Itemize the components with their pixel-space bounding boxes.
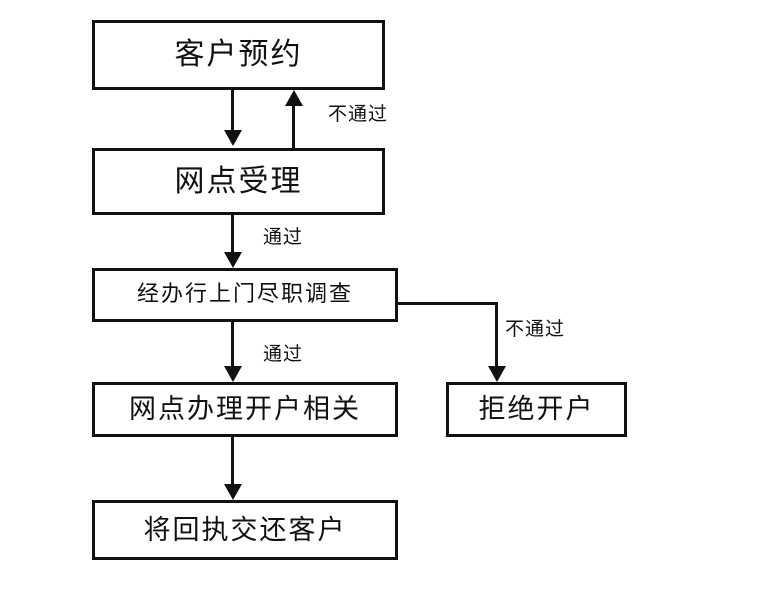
flow-node-onsite-due-diligence[interactable]: 经办行上门尽职调查 [92,268,398,322]
flow-node-label: 网点受理 [174,163,303,199]
edge-label-not-passed-acceptance: 不通过 [328,103,389,125]
flow-node-branch-acceptance[interactable]: 网点受理 [92,148,385,215]
arrowhead-up-icon [285,90,303,106]
flow-node-label: 客户预约 [174,37,303,72]
edge-survey-to-reject-horizontal [398,302,498,305]
arrowhead-down-icon [224,484,242,500]
edge-accept-to-reserve-line [292,104,295,148]
flow-node-label: 经办行上门尽职调查 [136,282,353,307]
flow-node-branch-account-opening[interactable]: 网点办理开户相关 [92,382,398,437]
edge-reserve-to-accept-line [231,90,234,132]
flow-node-label: 拒绝开户 [478,394,595,425]
flow-node-label: 网点办理开户相关 [129,394,361,425]
edge-label-not-passed-survey: 不通过 [505,318,566,340]
edge-openacct-to-receipt-line [231,437,234,484]
edge-survey-to-openacct-line [231,322,234,366]
arrowhead-down-icon [224,366,242,382]
edge-survey-to-reject-vertical [495,302,498,366]
arrowhead-down-icon [224,252,242,268]
flow-node-customer-reservation[interactable]: 客户预约 [92,20,385,90]
edge-label-passed-survey: 通过 [263,343,304,365]
edge-label-passed-acceptance: 通过 [263,226,304,248]
flow-node-label: 将回执交还客户 [143,514,347,546]
arrowhead-down-icon [488,366,506,382]
arrowhead-down-icon [224,130,242,146]
flow-node-reject-account-opening[interactable]: 拒绝开户 [446,382,627,437]
flow-node-return-receipt-to-customer[interactable]: 将回执交还客户 [92,500,398,560]
edge-accept-to-survey-line [231,215,234,253]
